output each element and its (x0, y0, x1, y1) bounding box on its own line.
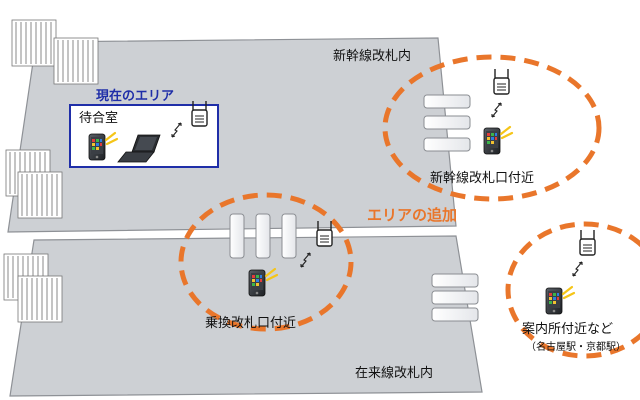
wireless-signal-icon (491, 102, 502, 118)
conventional-gates-inside-label: 在来線改札内 (355, 365, 433, 381)
smartphone-icon (482, 125, 514, 156)
information-desk-area-circle (505, 221, 640, 359)
shinkansen-gate-near-label: 新幹線改札口付近 (430, 170, 534, 186)
example-stations-label: （名古屋駅・京都駅） (526, 340, 626, 353)
wifi-access-point-icon (579, 229, 596, 256)
wireless-signal-icon (572, 261, 583, 277)
conventional-floor (9, 235, 483, 397)
waiting-room-label: 待合室 (79, 110, 118, 126)
ticket-gate-icon (229, 213, 297, 259)
smartphone-icon (544, 285, 576, 316)
transfer-gate-near-label: 乗換改札口付近 (205, 316, 296, 331)
ticket-gate-icon (423, 94, 471, 152)
current-area-label: 現在のエリア (96, 88, 174, 104)
wifi-access-point-icon (493, 68, 510, 95)
laptop-icon (117, 134, 161, 163)
shinkansen-gates-inside-label: 新幹線改札内 (333, 48, 411, 64)
information-desk-near-label: 案内所付近など (522, 321, 613, 337)
ticket-gate-icon (431, 273, 479, 322)
transfer-gate-area-circle (178, 192, 354, 332)
shinkansen-gate-area-circle (382, 54, 602, 202)
ticket-gate-icon (11, 19, 99, 85)
area-addition-label: エリアの追加 (367, 206, 457, 224)
